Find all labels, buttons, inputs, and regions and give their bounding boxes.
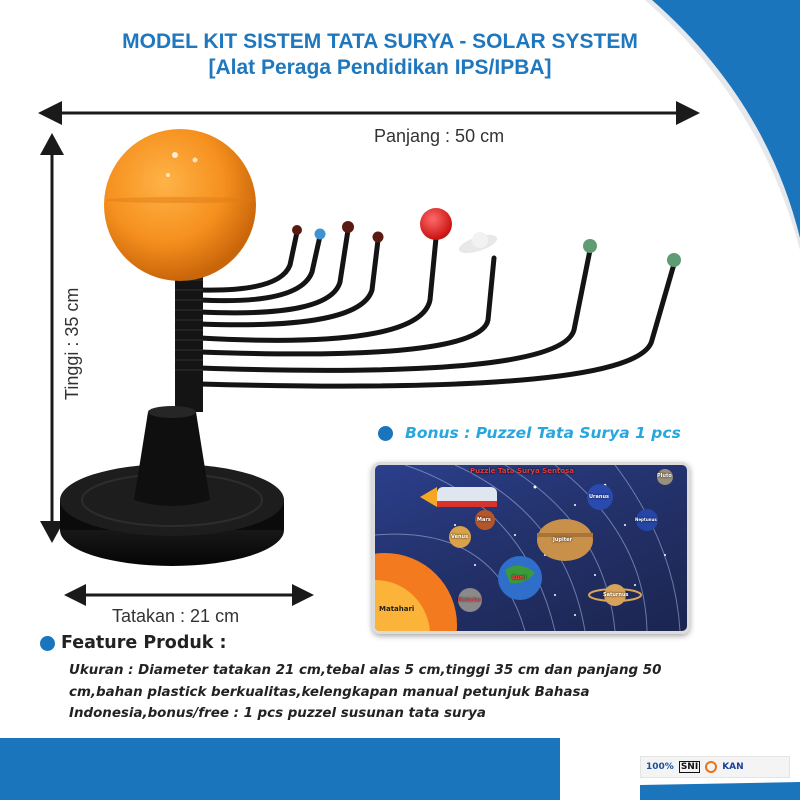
puzzle-label-bumi: Bumi — [512, 575, 527, 581]
puzzle-label-merkurius: Merkurius — [458, 597, 481, 602]
footer-band — [0, 738, 560, 800]
feature-line-2: cm,bahan plastick berkualitas,kelengkapa… — [69, 684, 590, 700]
bonus-line: Bonus : Puzzel Tata Surya 1 pcs — [378, 424, 681, 442]
puzzle-label-matahari: Matahari — [379, 605, 415, 613]
puzzle-label-pluto: Pluto — [657, 473, 672, 479]
puzzle-label-saturnus: Saturnus — [603, 592, 629, 598]
planet-7 — [583, 239, 597, 253]
base-label: Tatakan : 21 cm — [112, 606, 240, 626]
height-arrow-icon — [40, 133, 64, 543]
puzzle-image: Puzzle Tata Surya Sentosa Pluto Uranus N… — [372, 462, 690, 634]
base-cone — [134, 412, 210, 506]
bonus-label: Bonus : Puzzel Tata Surya 1 pcs — [405, 424, 681, 442]
page-title: MODEL KIT SISTEM TATA SURYA - SOLAR SYST… — [122, 30, 638, 53]
puzzle-label-neptunus: Neptunus — [635, 517, 657, 522]
length-arrow-icon — [38, 101, 700, 125]
puzzle-title: Puzzle Tata Surya Sentosa — [470, 467, 574, 475]
orbit-arms — [197, 227, 677, 389]
badge-check-icon — [705, 761, 718, 773]
planet-2 — [314, 228, 326, 240]
certification-badges: 100% SNI KAN — [640, 756, 790, 778]
feature-line-1: Ukuran : Diameter tatakan 21 cm,tebal al… — [69, 663, 662, 678]
puzzle-label-uranus: Uranus — [589, 494, 609, 500]
planet-1 — [292, 225, 302, 235]
page-subtitle: [Alat Peraga Pendidikan IPS/IPBA] — [208, 56, 552, 79]
badge-sni: SNI — [678, 761, 701, 773]
bullet-icon — [378, 425, 393, 441]
puzzle-label-mars: Mars — [477, 517, 491, 523]
planet-5 — [420, 208, 452, 240]
length-label: Panjang : 50 cm — [374, 126, 505, 146]
puzzle-artwork — [375, 465, 681, 631]
puzzle-label-venus: Venus — [451, 534, 469, 540]
badge-kan: KAN — [722, 762, 744, 772]
planet-3 — [342, 221, 354, 233]
planet-8 — [667, 253, 681, 267]
stem — [175, 262, 203, 412]
feature-line-3: Indonesia,bonus/free : 1 pcs puzzel susu… — [69, 706, 486, 721]
base-arrow-icon — [64, 584, 314, 606]
sun-sphere — [104, 129, 256, 281]
feature-description: Ukuran : Diameter tatakan 21 cm,tebal al… — [69, 660, 709, 725]
feature-heading: Feature Produk : — [40, 633, 227, 653]
feature-title: Feature Produk : — [61, 633, 227, 653]
puzzle-label-jupiter: Jupiter — [553, 537, 572, 543]
badge-100-percent: 100% — [646, 762, 674, 772]
bullet-icon — [40, 635, 55, 651]
planet-4 — [372, 231, 384, 243]
